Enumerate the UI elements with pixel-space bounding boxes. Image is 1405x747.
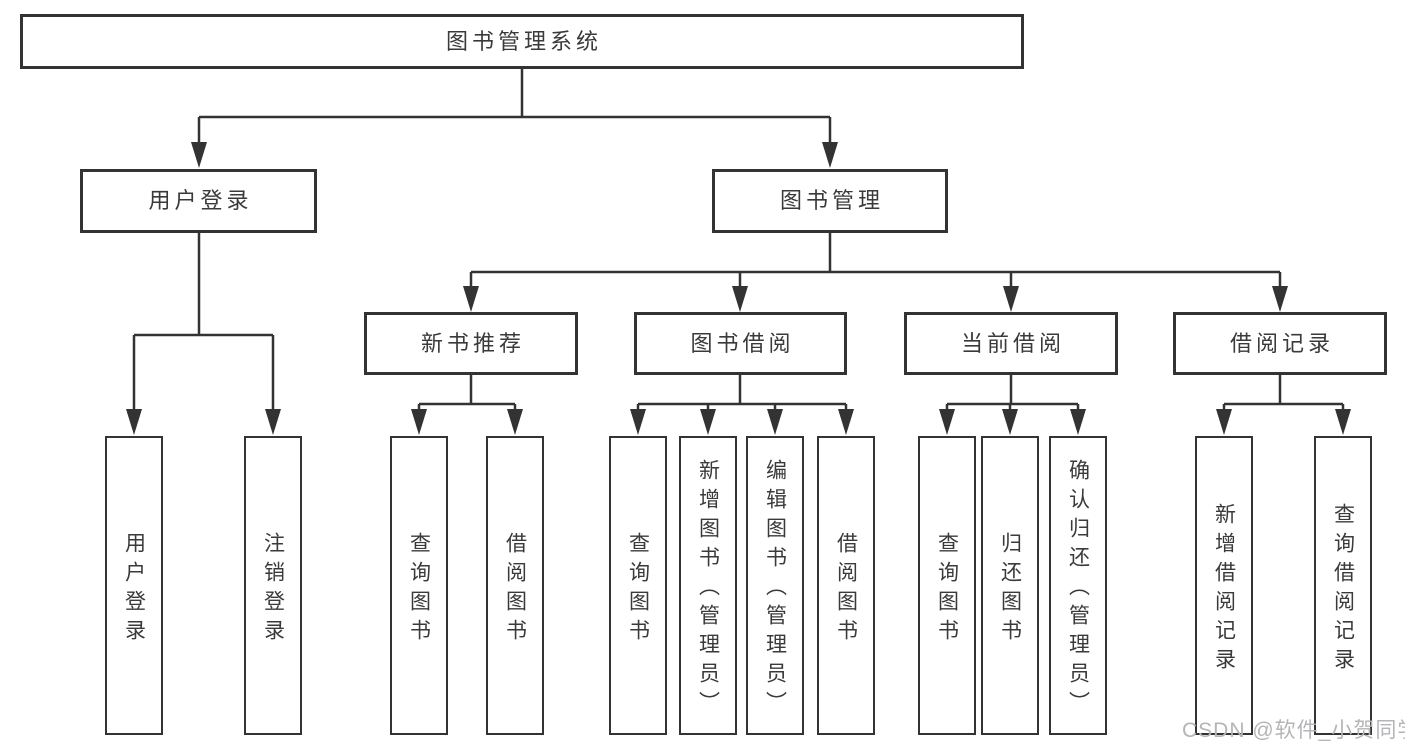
node-label: 图书借阅 [690, 330, 795, 356]
leaf-edit-books-admin: 编辑图书（管理员） [746, 436, 804, 735]
leaf-query-books-recommend: 查询图书 [390, 436, 448, 735]
arrowheads [126, 142, 1351, 435]
csdn-watermark: CSDN @软件_小贺同学 [1182, 719, 1405, 742]
node-label: 用户登录 [148, 188, 253, 213]
node-library-management-system: 图书管理系统 [20, 14, 1024, 69]
node-label: 新增借阅记录 [1212, 502, 1236, 677]
leaf-return-books: 归还图书 [981, 436, 1039, 735]
node-new-book-recommendation: 新书推荐 [364, 312, 578, 375]
node-label: 查询图书 [935, 531, 959, 648]
leaf-query-books-current: 查询图书 [918, 436, 976, 735]
node-user-login: 用户登录 [80, 169, 317, 233]
leaf-add-books-admin: 新增图书（管理员） [679, 436, 737, 735]
node-label: 新增图书（管理员） [696, 459, 720, 720]
leaf-query-books-borrowing: 查询图书 [609, 436, 667, 735]
node-label: 图书管理系统 [445, 28, 602, 54]
leaf-logout: 注销登录 [244, 436, 302, 735]
node-label: 借阅图书 [834, 531, 858, 648]
node-label: 查询图书 [626, 531, 650, 648]
leaf-borrow-books: 借阅图书 [817, 436, 875, 735]
leaf-user-login: 用户登录 [105, 436, 163, 735]
node-current-borrowing: 当前借阅 [904, 312, 1118, 375]
node-borrowing-records: 借阅记录 [1173, 312, 1387, 375]
node-label: 查询借阅记录 [1331, 502, 1355, 677]
node-label: 确认归还（管理员） [1066, 459, 1090, 720]
node-label: 用户登录 [122, 531, 146, 648]
node-label: 借阅图书 [503, 531, 527, 648]
node-book-borrowing: 图书借阅 [634, 312, 847, 375]
node-book-management: 图书管理 [712, 169, 948, 233]
node-label: 当前借阅 [960, 330, 1065, 356]
leaf-query-borrowing-record: 查询借阅记录 [1314, 436, 1372, 735]
node-label: 查询图书 [407, 531, 431, 648]
leaf-confirm-return-admin: 确认归还（管理员） [1049, 436, 1107, 735]
node-label: 新书推荐 [420, 330, 525, 356]
node-label: 注销登录 [261, 531, 285, 648]
leaf-borrow-books-recommend: 借阅图书 [486, 436, 544, 735]
node-label: 归还图书 [998, 531, 1022, 648]
leaf-add-borrowing-record: 新增借阅记录 [1195, 436, 1253, 735]
node-label: 编辑图书（管理员） [763, 459, 787, 720]
node-label: 借阅记录 [1229, 330, 1334, 356]
node-label: 图书管理 [779, 188, 884, 213]
